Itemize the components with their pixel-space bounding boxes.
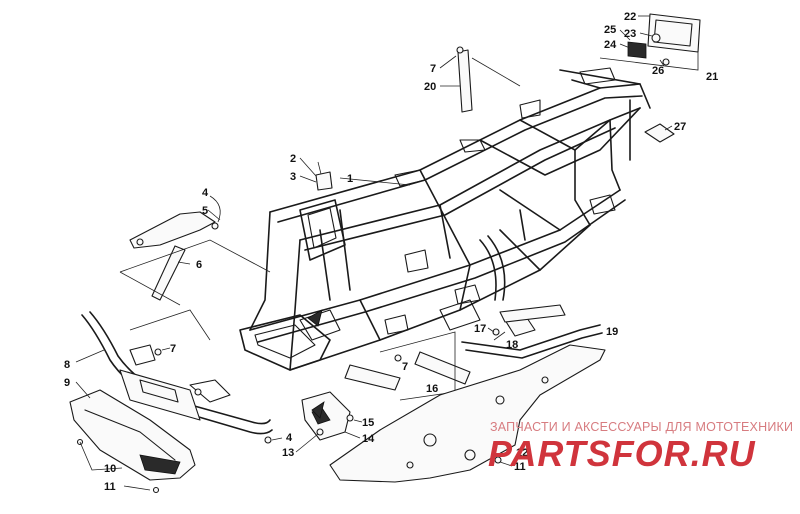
callout-7-top: 7: [430, 63, 436, 75]
taillight-assembly[interactable]: [627, 13, 701, 66]
watermark-tagline: ЗАПЧАСТИ И АКСЕССУАРЫ ДЛЯ МОТОТЕХНИКИ: [490, 420, 793, 434]
front-skid-plate-9[interactable]: [69, 389, 196, 494]
callout-19: 19: [606, 326, 618, 338]
strap-20[interactable]: [456, 46, 473, 113]
bolt-4b[interactable]: [264, 436, 272, 444]
callout-3: 3: [290, 171, 296, 183]
callout-20: 20: [424, 81, 436, 93]
rear-footrest-19[interactable]: [461, 304, 603, 359]
callout-13: 13: [282, 447, 294, 459]
mount-bracket-14[interactable]: [301, 391, 354, 441]
callout-27: 27: [674, 121, 686, 133]
callout-8: 8: [64, 359, 70, 371]
callout-10: 10: [104, 463, 116, 475]
callout-25: 25: [604, 24, 616, 36]
front-bumper-8[interactable]: [81, 311, 273, 435]
callout-1: 1: [347, 173, 353, 185]
callout-7-center: 7: [402, 361, 408, 373]
callout-16: 16: [426, 383, 438, 395]
arrow-indicator-bracket: [311, 401, 325, 419]
floor-strips-16[interactable]: [344, 351, 471, 391]
callout-9: 9: [64, 377, 70, 389]
brace-6[interactable]: [151, 245, 186, 301]
callout-4-bottom: 4: [286, 432, 293, 444]
callout-22: 22: [624, 11, 636, 23]
footwell-plate-12[interactable]: [329, 344, 606, 483]
callout-18: 18: [506, 339, 518, 351]
watermark-brand: PARTSFOR.RU: [488, 433, 756, 474]
bolt-7b[interactable]: [154, 348, 162, 356]
callout-21: 21: [706, 71, 718, 83]
main-frame[interactable]: [239, 67, 651, 371]
callout-7-left: 7: [170, 343, 176, 355]
callout-17: 17: [474, 323, 486, 335]
plate-27[interactable]: [644, 123, 675, 143]
callout-12: 12: [516, 447, 528, 459]
clip-2-3[interactable]: [315, 171, 333, 191]
callout-14: 14: [362, 433, 375, 445]
callout-4-top: 4: [202, 187, 209, 199]
callout-11-right: 11: [514, 461, 526, 473]
bolt-7c[interactable]: [394, 354, 402, 362]
callout-24: 24: [604, 39, 617, 51]
callout-6: 6: [196, 259, 202, 271]
callout-23: 23: [624, 28, 636, 40]
callout-2: 2: [290, 153, 296, 165]
callout-26: 26: [652, 65, 664, 77]
callout-5: 5: [202, 205, 208, 217]
front-bracket-5[interactable]: [129, 211, 219, 249]
callout-15: 15: [362, 417, 374, 429]
arrow-indicator-front: [307, 309, 323, 327]
callout-11-left: 11: [104, 481, 116, 493]
